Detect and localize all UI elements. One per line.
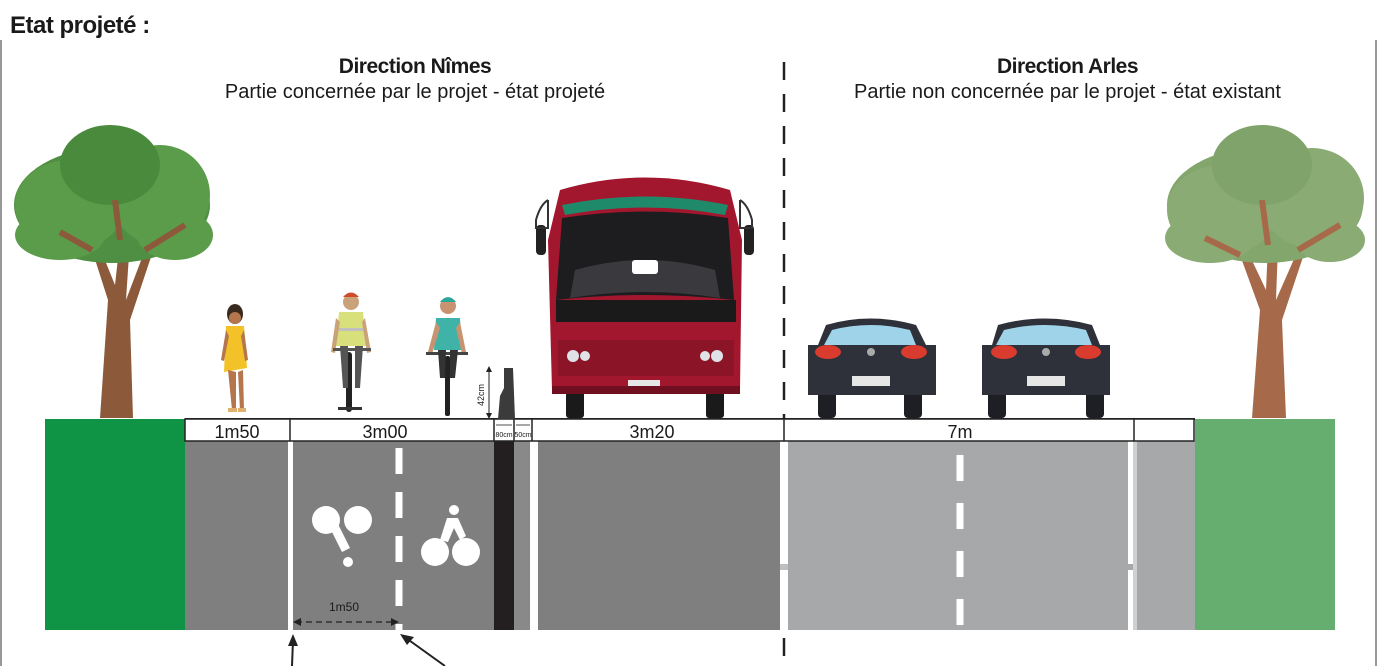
pedestrian-icon	[221, 304, 248, 412]
buffer-strip	[514, 441, 530, 630]
bus-icon	[535, 177, 754, 418]
bike-width-label: 1m50	[329, 600, 359, 614]
car-icon	[808, 318, 936, 418]
median-mark	[780, 564, 788, 570]
tandem-bike-icon	[312, 506, 372, 567]
median-gap	[780, 441, 788, 630]
sidewalk-right-strip	[1137, 441, 1195, 630]
car-edge-line	[1128, 441, 1133, 630]
right-direction-header: Direction Arles Partie non concernée par…	[820, 55, 1315, 104]
dim-separator1-label: 80cm	[495, 432, 512, 439]
separator-strip	[494, 441, 514, 630]
left-direction-header: Direction Nîmes Partie concernée par le …	[195, 55, 635, 104]
dim-separator2-label: 50cm	[514, 432, 531, 439]
green-verge-right	[1195, 419, 1335, 630]
right-direction-heading: Direction Arles	[996, 55, 1139, 78]
right-direction-subtitle: Partie non concernée par le projet - éta…	[854, 81, 1281, 103]
kerb-height-label: 42cm	[476, 384, 486, 406]
kerb-right	[1133, 441, 1137, 630]
page-title: Etat projeté :	[10, 12, 150, 39]
sidewalk-edge-line	[288, 441, 293, 630]
car-icon	[982, 318, 1110, 418]
dim-bus-lane-label: 3m20	[629, 422, 674, 442]
tree-icon	[1165, 125, 1365, 418]
dim-bike-lanes-label: 3m00	[362, 422, 407, 442]
sidewalk-strip	[185, 441, 288, 630]
cyclist-icon	[426, 297, 468, 416]
arrow-right	[405, 637, 446, 666]
dimension-bar	[184, 418, 1195, 442]
bus-lane-strip	[538, 441, 780, 630]
dim-sidewalk-label: 1m50	[214, 422, 259, 442]
cyclist-icon	[331, 292, 371, 412]
dim-car-lanes-label: 7m	[947, 422, 972, 442]
left-direction-subtitle: Partie concernée par le projet - état pr…	[224, 81, 606, 103]
kerb-separator	[498, 368, 515, 419]
green-verge-left	[45, 419, 185, 630]
tree-icon	[14, 125, 213, 418]
bike-icon	[421, 505, 480, 566]
car-edge-mark	[1128, 564, 1133, 570]
buffer-mark	[530, 564, 538, 570]
left-direction-heading: Direction Nîmes	[338, 55, 492, 78]
